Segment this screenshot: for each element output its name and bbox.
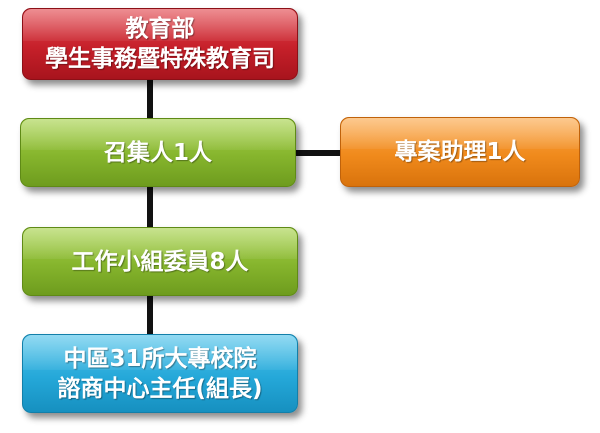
node-ministry-line2: 學生事務暨特殊教育司: [45, 46, 275, 72]
node-ministry-department: 教育部 學生事務暨特殊教育司: [22, 8, 298, 80]
node-assistant-label: 專案助理1人: [394, 139, 526, 165]
connector-working-group-to-bottom: [147, 296, 153, 334]
node-counseling-line2: 諮商中心主任(組長): [57, 375, 263, 402]
node-convener: 召集人1人: [20, 118, 296, 187]
node-working-group-label: 工作小組委員8人: [71, 248, 249, 275]
node-counseling-line1: 中區31所大專校院: [63, 345, 257, 372]
node-ministry-line1: 教育部: [125, 16, 195, 42]
connector-convener-to-working-group: [147, 187, 153, 227]
node-project-assistant: 專案助理1人: [340, 117, 580, 187]
node-working-group: 工作小組委員8人: [22, 227, 298, 296]
node-convener-label: 召集人1人: [103, 139, 212, 166]
connector-convener-to-assistant: [296, 150, 340, 156]
node-counseling-directors: 中區31所大專校院 諮商中心主任(組長): [22, 334, 298, 413]
connector-top-to-convener: [147, 80, 153, 118]
